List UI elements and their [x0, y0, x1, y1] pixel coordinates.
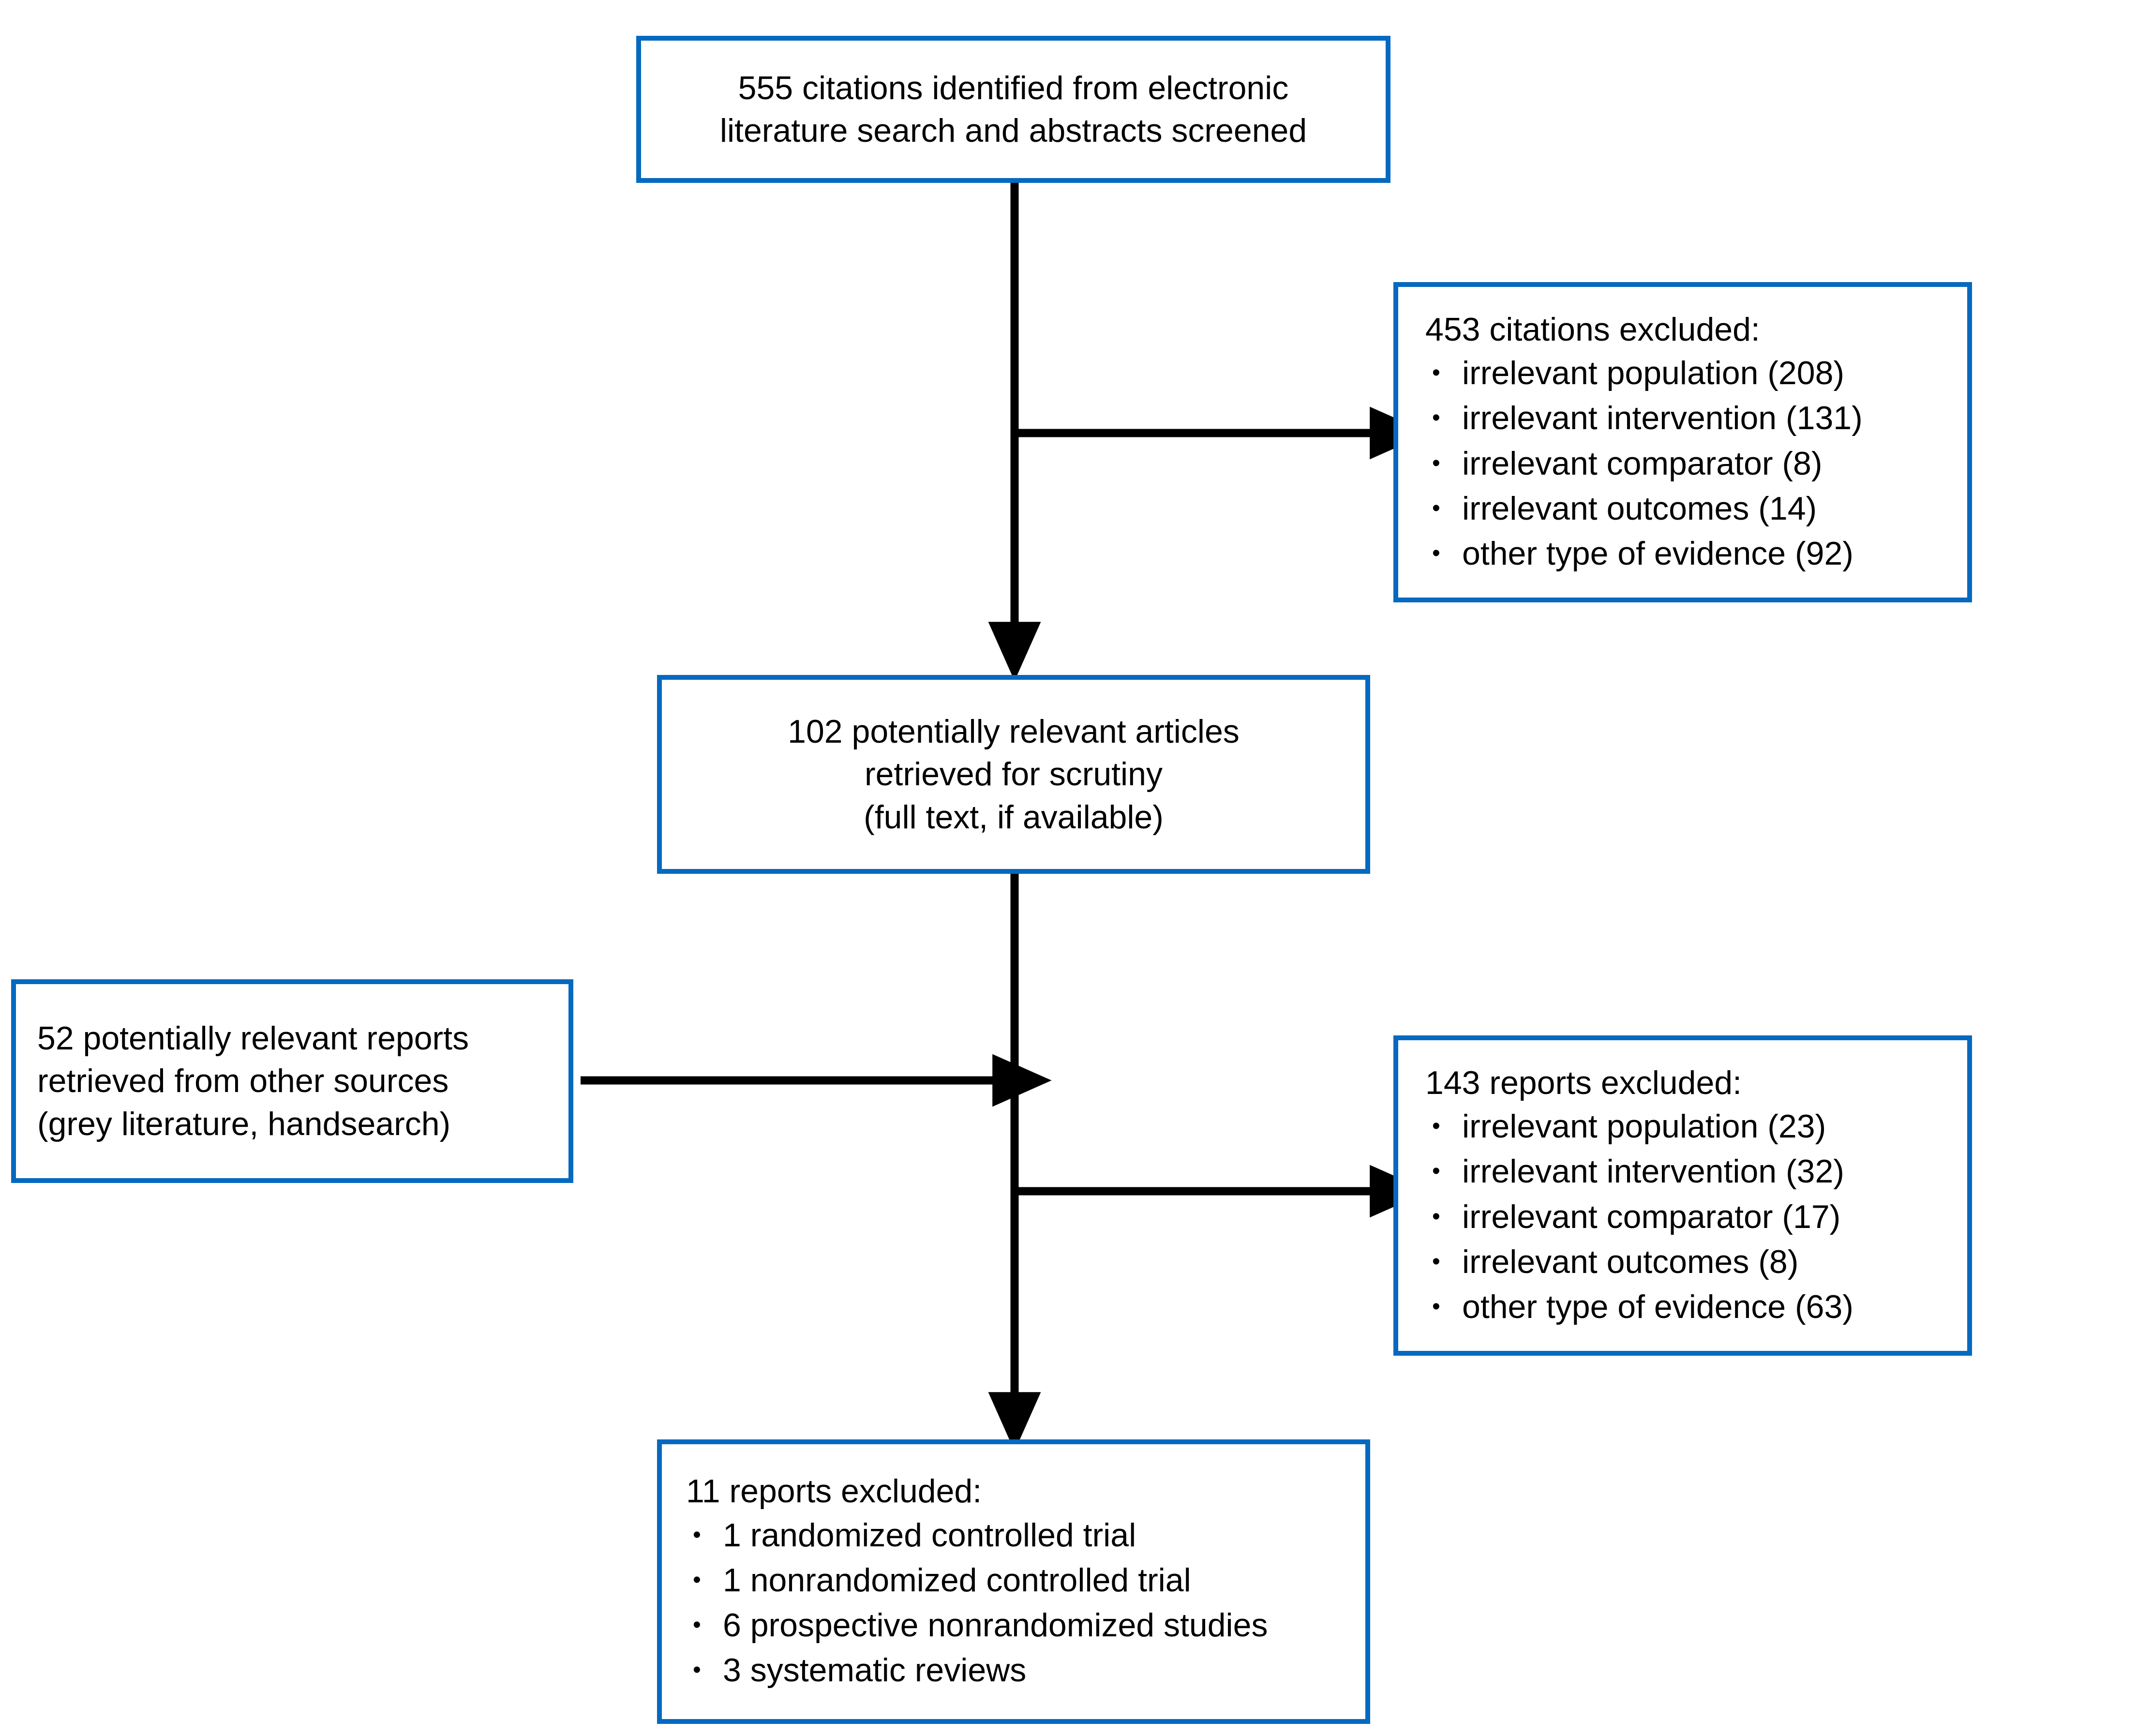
list-item: other type of evidence (63) — [1425, 1285, 1853, 1330]
final-reports-excluded-heading: 11 reports excluded: — [686, 1473, 982, 1510]
citations-excluded-heading: 453 citations excluded: — [1425, 311, 1760, 348]
final-reports-excluded-list: 1 randomized controlled trial 1 nonrando… — [686, 1513, 1268, 1693]
citations-identified-line-1: 555 citations identified from electronic — [738, 69, 1289, 106]
citations-excluded-list: irrelevant population (208) irrelevant i… — [1425, 351, 1863, 576]
other-sources-line-1: 52 potentially relevant reports — [37, 1019, 469, 1057]
citations-identified-box: 555 citations identified from electronic… — [636, 36, 1390, 183]
reports-excluded-heading: 143 reports excluded: — [1425, 1064, 1742, 1101]
articles-retrieved-line-3: (full text, if available) — [864, 798, 1164, 836]
list-item: irrelevant comparator (17) — [1425, 1195, 1853, 1240]
articles-retrieved-line-2: retrieved for scrutiny — [865, 756, 1163, 793]
list-item: irrelevant comparator (8) — [1425, 441, 1863, 486]
citations-excluded-box: 453 citations excluded: irrelevant popul… — [1393, 282, 1972, 602]
articles-retrieved-line-1: 102 potentially relevant articles — [788, 713, 1240, 750]
other-sources-box: 52 potentially relevant reports retrieve… — [11, 979, 573, 1183]
list-item: 6 prospective nonrandomized studies — [686, 1603, 1268, 1648]
other-sources-line-2: retrieved from other sources — [37, 1063, 449, 1100]
list-item: 3 systematic reviews — [686, 1648, 1268, 1693]
list-item: 1 nonrandomized controlled trial — [686, 1558, 1268, 1603]
list-item: irrelevant intervention (131) — [1425, 396, 1863, 441]
final-reports-excluded-box: 11 reports excluded: 1 randomized contro… — [657, 1439, 1370, 1724]
list-item: irrelevant outcomes (14) — [1425, 486, 1863, 531]
citations-identified-line-2: literature search and abstracts screened — [719, 112, 1307, 149]
list-item: irrelevant intervention (32) — [1425, 1149, 1853, 1194]
list-item: other type of evidence (92) — [1425, 531, 1863, 576]
list-item: irrelevant outcomes (8) — [1425, 1240, 1853, 1285]
reports-excluded-box: 143 reports excluded: irrelevant populat… — [1393, 1035, 1972, 1356]
other-sources-line-3: (grey literature, handsearch) — [37, 1105, 451, 1142]
articles-retrieved-box: 102 potentially relevant articles retrie… — [657, 675, 1370, 874]
list-item: 1 randomized controlled trial — [686, 1513, 1268, 1558]
list-item: irrelevant population (23) — [1425, 1104, 1853, 1149]
list-item: irrelevant population (208) — [1425, 351, 1863, 396]
reports-excluded-list: irrelevant population (23) irrelevant in… — [1425, 1104, 1853, 1330]
